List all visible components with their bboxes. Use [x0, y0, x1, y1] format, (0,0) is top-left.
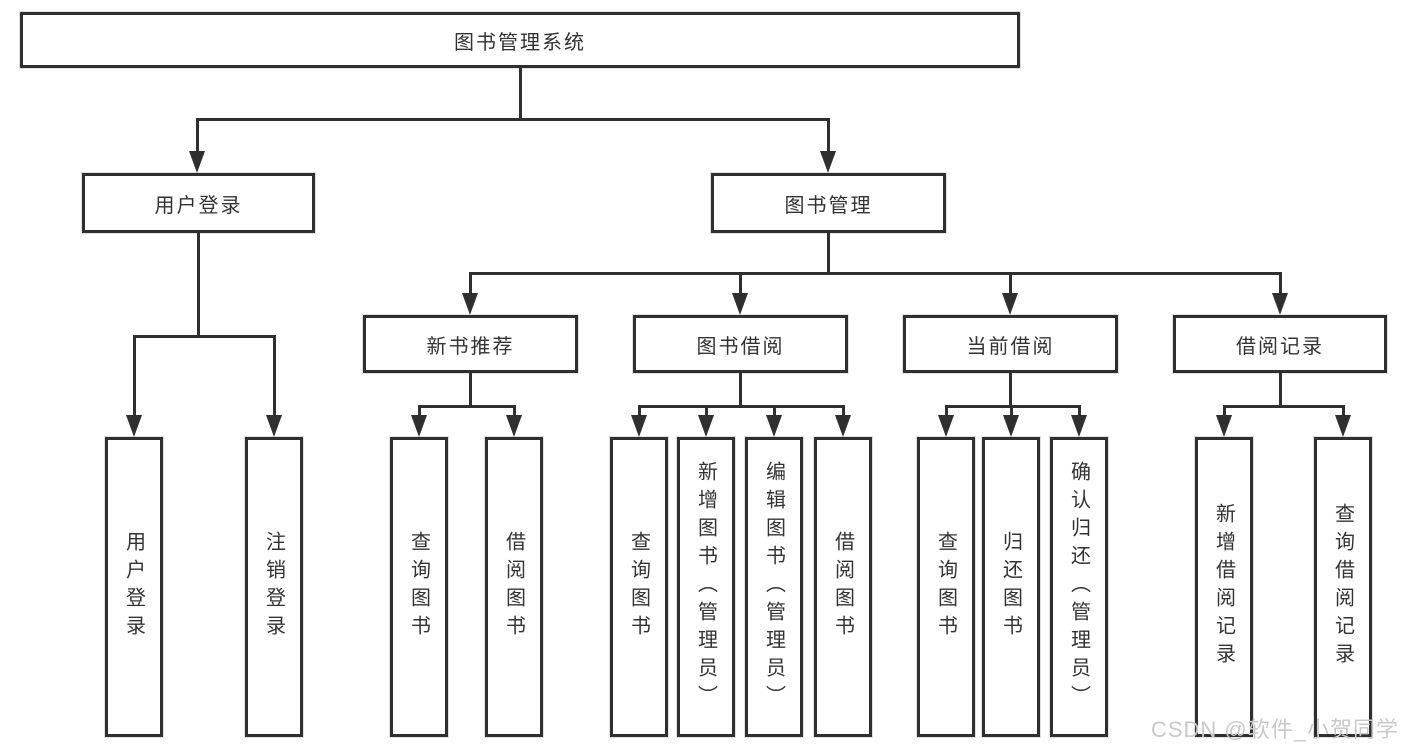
- node-borrowing-records: 借阅记录: [1173, 315, 1387, 373]
- connector-line: [1009, 373, 1012, 405]
- node-book-management: 图书管理: [711, 173, 946, 233]
- node-library-management-system: 图书管理系统: [20, 12, 1020, 68]
- node-new-book-recommend: 新书推荐: [363, 315, 578, 373]
- connector-line: [1223, 405, 1345, 408]
- leaf-add-borrow-record: 新增借阅记录: [1195, 437, 1253, 737]
- connector-line: [1223, 405, 1226, 418]
- leaf-borrow-books-recommend: 借阅图书: [485, 437, 543, 737]
- connector-line: [469, 272, 1281, 275]
- connector-line: [196, 118, 199, 154]
- connector-line: [1342, 405, 1345, 418]
- connector-line: [133, 335, 275, 338]
- connector-line: [513, 405, 516, 418]
- arrowhead: [506, 415, 522, 437]
- node-label: 当前借阅: [966, 335, 1055, 358]
- arrowhead: [631, 415, 647, 437]
- node-label: 新书推荐: [426, 335, 515, 358]
- leaf-return-books: 归还图书: [982, 437, 1040, 737]
- arrowhead: [732, 293, 748, 315]
- connector-line: [418, 405, 421, 418]
- leaf-edit-books-admin: 编辑图书（管理员）: [745, 437, 803, 737]
- connector-line: [638, 405, 641, 418]
- connector-line: [705, 405, 708, 418]
- node-label: 查询图书: [407, 531, 430, 643]
- leaf-query-books-borrowing: 查询图书: [610, 437, 668, 737]
- leaf-user-login: 用户登录: [105, 437, 163, 737]
- arrowhead: [766, 415, 782, 437]
- arrowhead: [189, 151, 205, 173]
- leaf-query-books-current: 查询图书: [917, 437, 975, 737]
- connector-line: [469, 373, 472, 405]
- connector-line: [1279, 272, 1282, 296]
- connector-line: [739, 272, 742, 296]
- connector-line: [519, 68, 522, 118]
- arrowhead: [1071, 415, 1087, 437]
- connector-line: [1279, 373, 1282, 405]
- leaf-logout: 注销登录: [245, 437, 303, 737]
- node-label: 确认归还（管理员）: [1067, 461, 1090, 713]
- connector-line: [196, 118, 830, 121]
- arrowhead: [1003, 415, 1019, 437]
- node-book-borrowing: 图书借阅: [633, 315, 848, 373]
- node-user-login: 用户登录: [82, 173, 315, 233]
- node-label: 新增图书（管理员）: [694, 461, 717, 713]
- arrowhead: [1002, 293, 1018, 315]
- node-label: 图书管理系统: [454, 31, 586, 54]
- node-label: 查询图书: [627, 531, 650, 643]
- arrowhead: [1216, 415, 1232, 437]
- connector-line: [133, 335, 136, 418]
- connector-line: [1078, 405, 1081, 418]
- connector-line: [827, 233, 830, 272]
- node-label: 借阅图书: [831, 531, 854, 643]
- node-label: 归还图书: [999, 531, 1022, 643]
- arrowhead: [938, 415, 954, 437]
- node-label: 编辑图书（管理员）: [762, 461, 785, 713]
- connector-line: [418, 405, 516, 408]
- connector-line: [773, 405, 776, 418]
- connector-line: [739, 373, 742, 405]
- arrowhead: [266, 415, 282, 437]
- arrowhead: [126, 415, 142, 437]
- leaf-add-books-admin: 新增图书（管理员）: [677, 437, 735, 737]
- connector-line: [945, 405, 948, 418]
- leaf-query-books-recommend: 查询图书: [390, 437, 448, 737]
- connector-line: [1009, 272, 1012, 296]
- connector-line: [273, 335, 276, 418]
- node-label: 图书管理: [784, 194, 873, 217]
- leaf-confirm-return-admin: 确认归还（管理员）: [1050, 437, 1108, 737]
- arrowhead: [820, 151, 836, 173]
- connector-line: [945, 405, 1081, 408]
- arrowhead: [411, 415, 427, 437]
- node-label: 用户登录: [122, 531, 145, 643]
- node-label: 注销登录: [262, 531, 285, 643]
- node-label: 查询借阅记录: [1331, 503, 1354, 671]
- node-label: 借阅图书: [502, 531, 525, 643]
- node-label: 图书借阅: [696, 335, 785, 358]
- arrowhead: [1335, 415, 1351, 437]
- leaf-query-borrow-record: 查询借阅记录: [1314, 437, 1372, 737]
- node-label: 查询图书: [934, 531, 957, 643]
- csdn-watermark: CSDN @软件_小贺同学: [1150, 717, 1399, 742]
- node-current-borrowing: 当前借阅: [903, 315, 1118, 373]
- connector-line: [469, 272, 472, 296]
- connector-line: [197, 233, 200, 335]
- arrowhead: [462, 293, 478, 315]
- arrowhead: [698, 415, 714, 437]
- arrowhead: [1272, 293, 1288, 315]
- node-label: 用户登录: [154, 194, 243, 217]
- leaf-borrow-books: 借阅图书: [814, 437, 872, 737]
- connector-line: [827, 118, 830, 154]
- connector-line: [1010, 405, 1013, 418]
- connector-line: [842, 405, 845, 418]
- arrowhead: [835, 415, 851, 437]
- node-label: 借阅记录: [1236, 335, 1324, 358]
- node-label: 新增借阅记录: [1212, 503, 1235, 671]
- connector-line: [638, 405, 844, 408]
